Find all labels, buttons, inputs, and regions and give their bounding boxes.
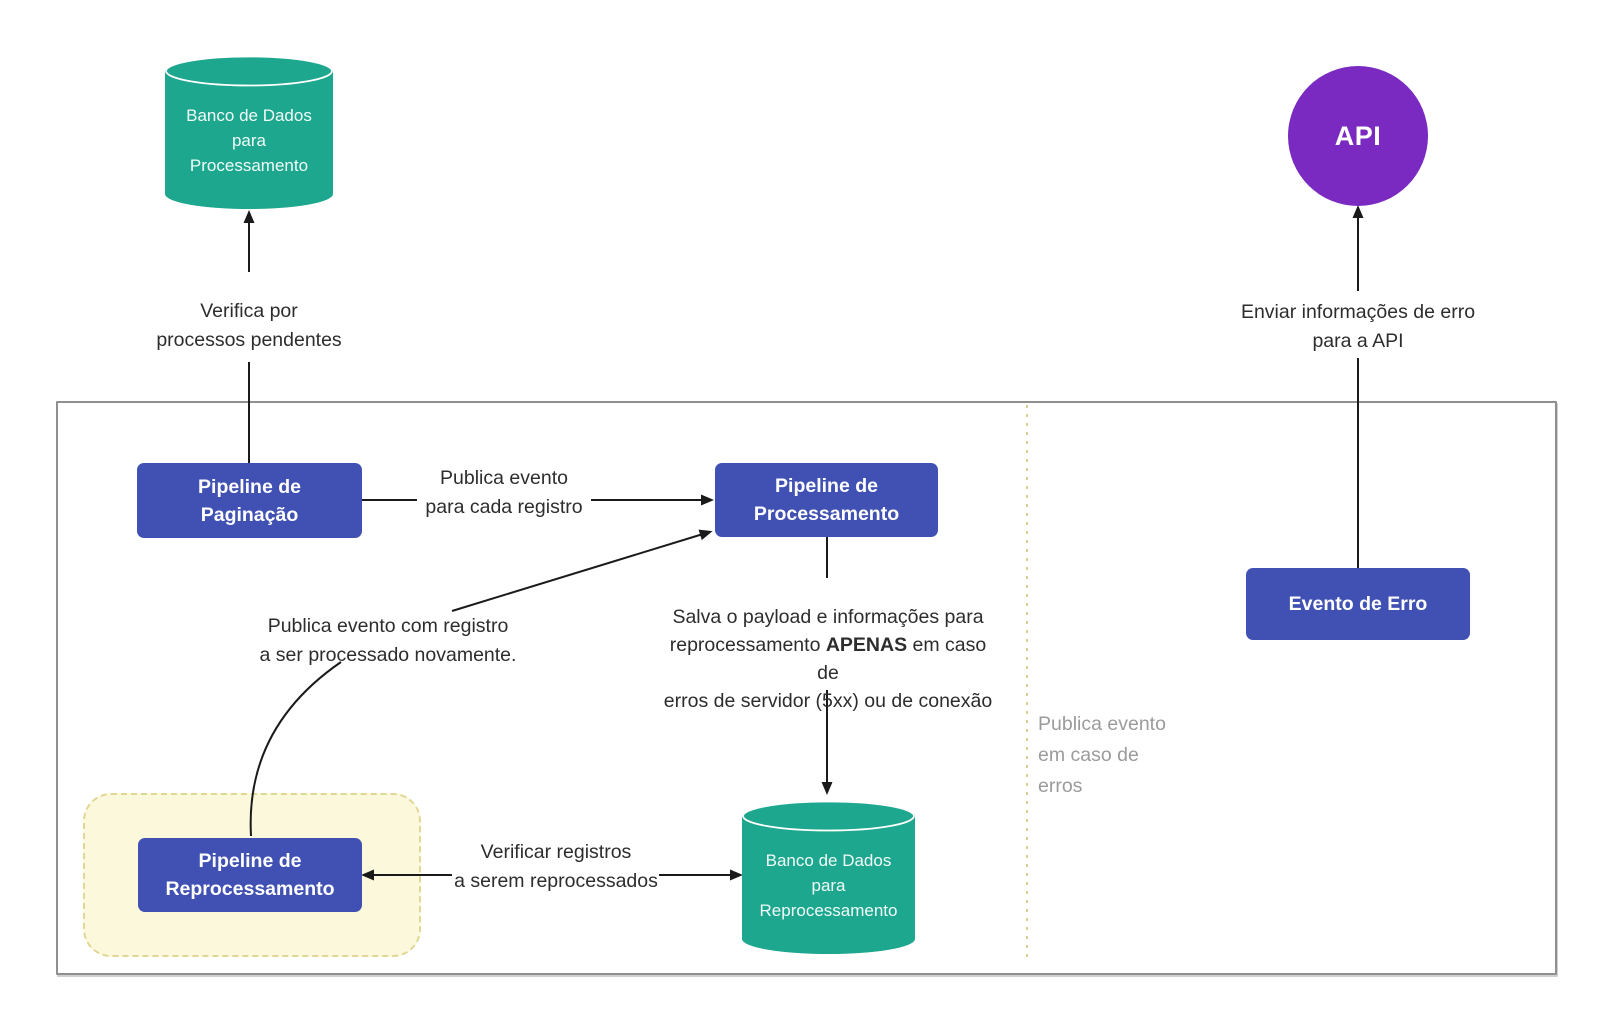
edge-reprocessing-to-processing	[249, 529, 713, 837]
node-pipeline-paginacao-label: Pipeline de Paginação	[198, 475, 301, 526]
edge-label-verificar-registros: Verificar registros a serem reprocessado…	[454, 841, 658, 892]
database-cylinder-icon	[742, 800, 915, 954]
node-evento-de-erro: Evento de Erro	[1246, 568, 1470, 640]
label-line: em caso de	[817, 634, 987, 684]
node-api-label: API	[1334, 120, 1382, 151]
node-api: API	[1288, 66, 1428, 206]
label-line: Salva o payload e informações para	[672, 606, 984, 628]
edge-label-publica-novamente: Publica evento com registro a ser proces…	[259, 615, 517, 666]
node-db-reprocessamento-label: Banco de Dados para Reprocessamento	[759, 851, 898, 920]
pipelines-container-box	[56, 401, 1557, 975]
edge-label-verifica-processos: Verifica por processos pendentes	[156, 300, 342, 351]
label-line: reprocessamento	[669, 634, 826, 656]
edge-label-enviar-erro-api: Enviar informações de erro para a API	[1240, 301, 1476, 352]
node-db-processamento: Banco de Dados para Processamento	[165, 55, 333, 210]
label-line: erros de servidor (5xx) ou de conexão	[663, 690, 993, 712]
node-db-reprocessamento: Banco de Dados para Reprocessamento	[742, 800, 915, 955]
edge-label-salva-payload: Salva o payload e informações para repro…	[663, 603, 993, 715]
node-pipeline-paginacao: Pipeline de Paginação	[137, 463, 362, 538]
label-emphasis: APENAS	[825, 634, 908, 656]
node-pipeline-processamento: Pipeline de Processamento	[715, 463, 938, 537]
edge-label-publica-erros: Publica evento em caso de erros	[1038, 713, 1166, 797]
database-cylinder-icon	[165, 55, 333, 209]
node-db-processamento-label: Banco de Dados para Processamento	[186, 106, 312, 175]
edge-label-publica-cada-registro: Publica evento para cada registro	[425, 467, 583, 518]
node-pipeline-processamento-label: Pipeline de Processamento	[753, 475, 900, 525]
node-pipeline-reprocessamento: Pipeline de Reprocessamento	[138, 838, 362, 912]
node-pipeline-reprocessamento-label: Pipeline de Reprocessamento	[165, 850, 335, 900]
node-evento-de-erro-label: Evento de Erro	[1288, 593, 1428, 615]
